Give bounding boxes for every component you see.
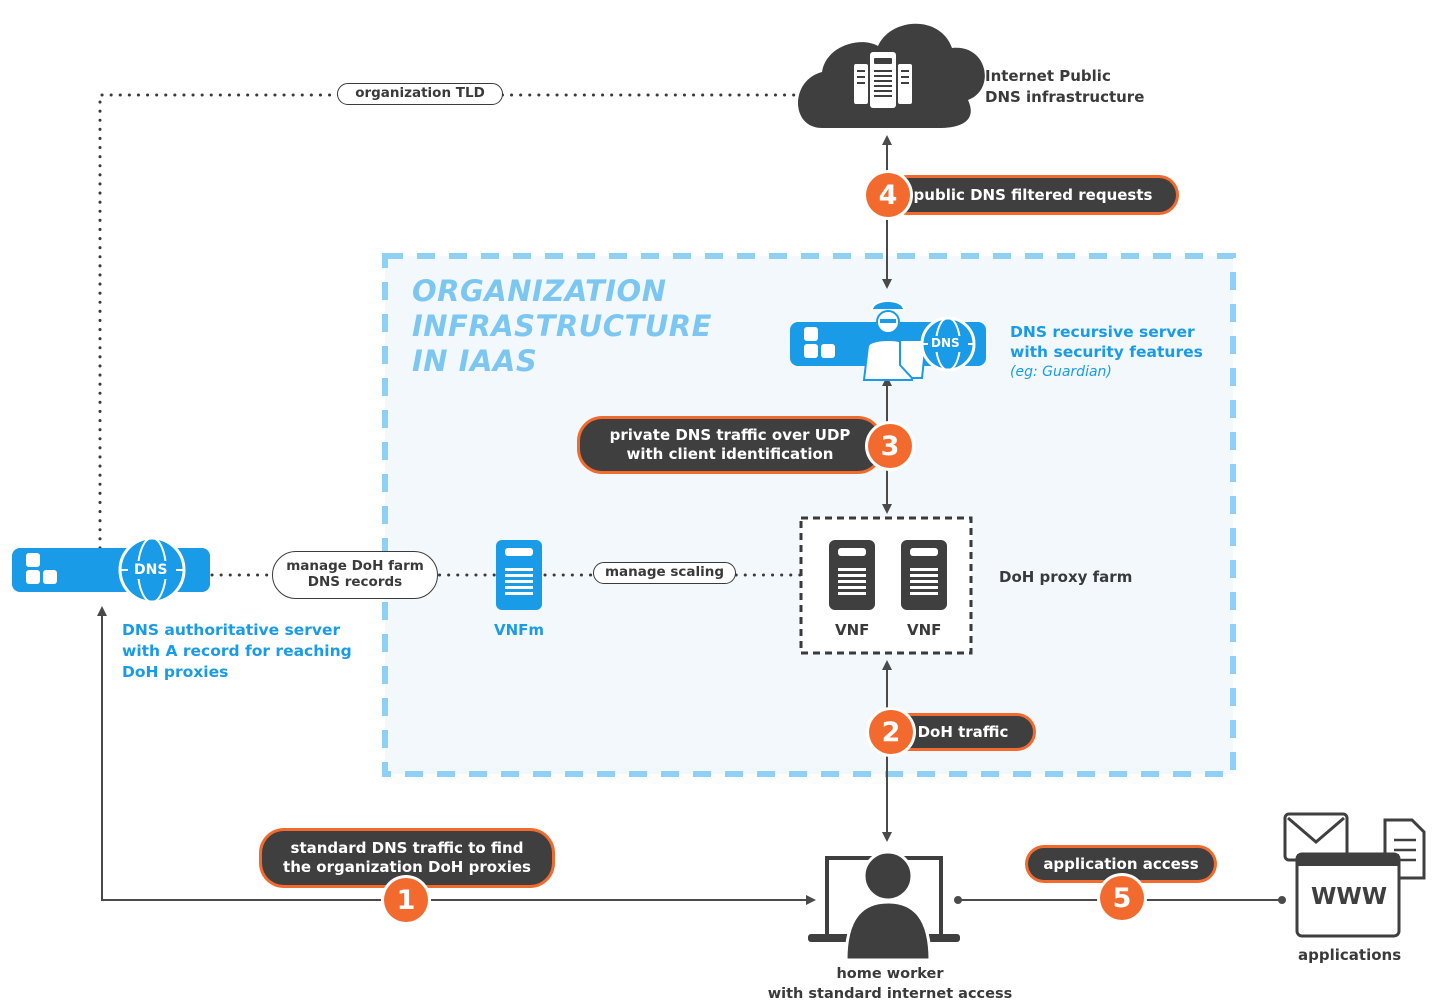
- home-worker-label: home worker with standard internet acces…: [760, 964, 1020, 1001]
- step-5-badge: 5: [1100, 876, 1144, 920]
- step-label-line: standard DNS traffic to find: [290, 839, 524, 858]
- authoritative-dns-icon-text: DNS: [134, 562, 168, 578]
- label-line: DNS infrastructure: [985, 88, 1145, 106]
- iaas-title-line: ORGANIZATION: [412, 274, 667, 308]
- label-line: Internet Public: [985, 67, 1111, 85]
- step-label-line: with client identification: [626, 445, 834, 463]
- label-line: with A record for reaching: [122, 642, 352, 660]
- authoritative-server-label: DNS authoritative server with A record f…: [122, 620, 352, 683]
- step-4-badge: 4: [866, 173, 910, 217]
- recursive-server-icon: [790, 300, 986, 381]
- vnf-server-icon: [901, 540, 947, 610]
- authoritative-server-icon: [12, 536, 210, 604]
- step-5-label: application access: [1028, 848, 1214, 880]
- vnf-server-icon: [829, 540, 875, 610]
- org-tld-pill: organization TLD: [337, 83, 503, 105]
- applications-label: applications: [1298, 946, 1402, 964]
- label-line: with security features: [1010, 343, 1203, 361]
- label-line: home worker: [836, 966, 944, 982]
- vnf-label: VNF: [907, 621, 942, 639]
- vnfm-icon: [496, 540, 542, 610]
- pill-line: DNS records: [307, 574, 403, 590]
- label-line: with standard internet access: [767, 986, 1013, 1001]
- label-line: DNS recursive server: [1010, 323, 1195, 341]
- step-3-label: private DNS traffic over UDP with client…: [580, 419, 880, 471]
- label-line: DoH proxies: [122, 663, 229, 681]
- step-3-badge: 3: [868, 424, 912, 468]
- www-icon-text: WWW: [1311, 884, 1388, 910]
- label-line: DNS authoritative server: [122, 621, 341, 639]
- vnf-label: VNF: [835, 621, 870, 639]
- doh-farm-label: DoH proxy farm: [999, 568, 1133, 586]
- label-note: (eg: Guardian): [1010, 364, 1112, 380]
- applications-icon: [1283, 812, 1426, 938]
- iaas-title-line: IN IAAS: [412, 344, 538, 378]
- recursive-server-label: DNS recursive server with security featu…: [1010, 322, 1203, 382]
- step-4-label: public DNS filtered requests: [890, 178, 1176, 212]
- step-label-line: the organization DoH proxies: [283, 858, 531, 876]
- home-worker-icon: [808, 850, 960, 962]
- step-label-line: private DNS traffic over UDP: [609, 426, 851, 445]
- manage-doh-pill: manage DoH farm DNS records: [272, 551, 438, 599]
- pill-line: manage DoH farm: [286, 558, 424, 575]
- step-2-label: DoH traffic: [893, 716, 1033, 748]
- public-dns-label: Internet Public DNS infrastructure: [985, 66, 1144, 108]
- iaas-zone-title: ORGANIZATION INFRASTRUCTURE IN IAAS: [412, 274, 712, 379]
- manage-scaling-pill: manage scaling: [593, 562, 736, 584]
- step-1-badge: 1: [384, 878, 428, 922]
- recursive-dns-icon-text: DNS: [931, 336, 960, 350]
- cloud-icon: [798, 23, 985, 129]
- iaas-title-line: INFRASTRUCTURE: [412, 309, 712, 343]
- step-2-badge: 2: [869, 710, 913, 754]
- arrow-step-1: [97, 606, 816, 905]
- vnfm-label: VNFm: [494, 621, 545, 639]
- step-1-label: standard DNS traffic to find the organiz…: [262, 831, 552, 885]
